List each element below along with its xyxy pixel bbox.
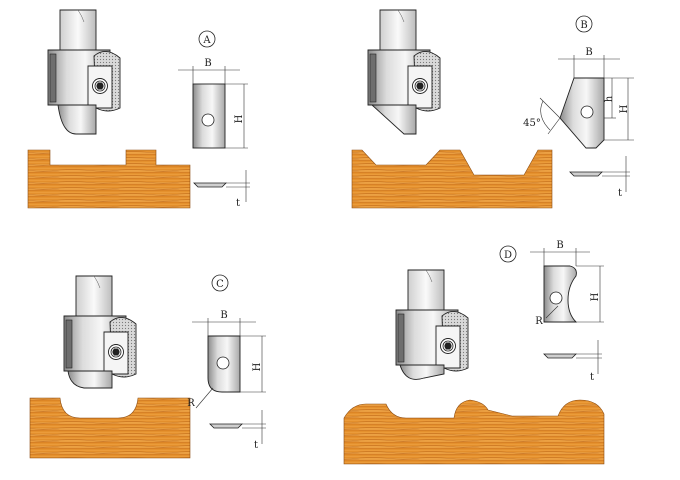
svg-text:t: t xyxy=(618,188,622,199)
radius-dimension-d: R xyxy=(535,305,559,327)
side-profile-a: t xyxy=(193,170,250,209)
svg-text:A: A xyxy=(202,35,211,46)
svg-text:C: C xyxy=(216,279,224,290)
insert-c xyxy=(207,335,241,393)
workpiece-c xyxy=(29,397,191,459)
svg-text:R: R xyxy=(187,398,195,409)
panel-badge-b: B xyxy=(575,15,593,33)
dimension-h-d: H xyxy=(576,265,604,323)
angle-dimension-b: 45° xyxy=(523,97,561,135)
svg-text:B: B xyxy=(556,240,563,251)
svg-text:t: t xyxy=(236,198,240,209)
svg-text:H: H xyxy=(590,292,601,301)
dimension-h-c: H xyxy=(240,335,266,393)
panel-a: A B H t xyxy=(27,10,250,209)
dimension-b-a: B xyxy=(178,58,240,84)
cutter-head-a xyxy=(48,10,120,135)
svg-text:B: B xyxy=(220,310,227,321)
dimension-small-h-b: h xyxy=(604,78,616,119)
side-profile-d: t xyxy=(543,340,602,383)
cutter-head-c xyxy=(64,276,136,389)
workpiece-a xyxy=(27,149,191,209)
workpiece-b xyxy=(351,149,553,209)
dimension-b-d: B xyxy=(530,240,590,266)
dimension-b-c: B xyxy=(192,310,256,336)
svg-text:D: D xyxy=(504,250,512,261)
cutter-head-b xyxy=(368,10,440,135)
dimension-h-b: H xyxy=(604,77,634,141)
svg-text:H: H xyxy=(619,104,630,113)
svg-text:45°: 45° xyxy=(523,118,541,129)
side-profile-b: t xyxy=(569,156,630,199)
svg-text:t: t xyxy=(590,372,594,383)
panel-badge-d: D xyxy=(499,245,517,263)
insert-d xyxy=(543,265,578,323)
panel-c: C B H R t xyxy=(29,274,266,459)
svg-text:h: h xyxy=(604,95,615,102)
side-profile-c: t xyxy=(209,410,266,451)
insert-b xyxy=(559,77,605,149)
panel-b: B B H h 45° xyxy=(351,10,634,209)
panel-badge-c: C xyxy=(211,274,229,292)
panel-d: D B H R t xyxy=(343,240,605,465)
svg-text:B: B xyxy=(580,20,587,31)
workpiece-d xyxy=(343,399,605,465)
radius-dimension-c: R xyxy=(187,387,214,409)
dimension-h-a: H xyxy=(225,83,248,149)
svg-text:H: H xyxy=(252,362,263,371)
insert-a xyxy=(192,83,226,149)
svg-text:t: t xyxy=(254,440,258,451)
svg-text:B: B xyxy=(204,58,211,69)
dimension-b-b: B xyxy=(558,47,620,78)
svg-text:H: H xyxy=(234,114,245,123)
svg-text:R: R xyxy=(535,316,543,327)
cutter-head-d xyxy=(396,270,468,380)
panel-badge-a: A xyxy=(198,30,216,48)
svg-text:B: B xyxy=(585,47,592,58)
